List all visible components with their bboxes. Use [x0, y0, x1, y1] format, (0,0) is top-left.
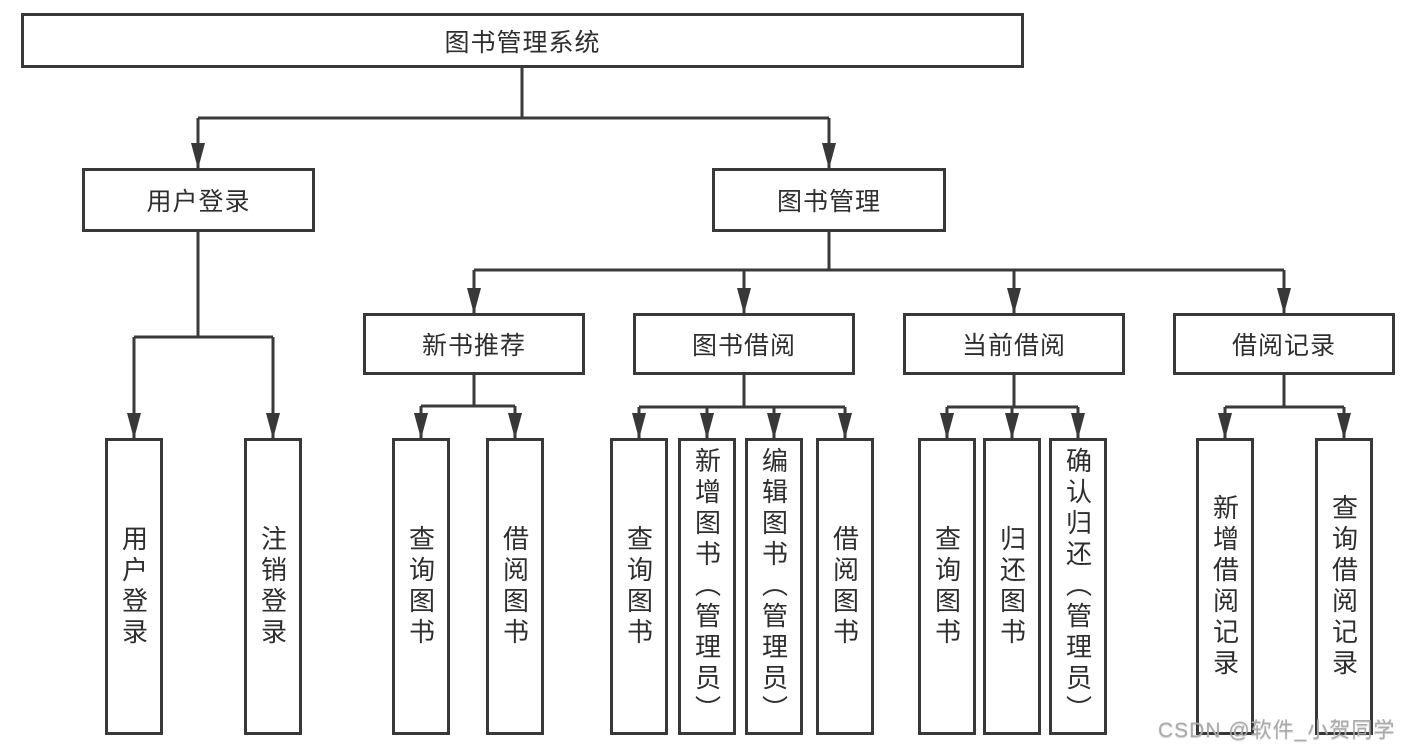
leaf-confirm-return-admin: 确认归还（管理员）	[1049, 438, 1107, 735]
node-label: 图书管理系统	[444, 28, 601, 57]
leaf-label: 新增借阅记录	[1209, 493, 1240, 680]
leaf-return-book: 归还图书	[983, 438, 1041, 735]
node-new-book-recommendation: 新书推荐	[363, 313, 585, 375]
leaf-logout: 注销登录	[244, 438, 302, 735]
node-current-borrowing: 当前借阅	[903, 313, 1125, 375]
node-label: 借阅记录	[1231, 332, 1336, 360]
leaf-borrow-books-2: 借阅图书	[816, 438, 874, 735]
leaf-edit-book-admin: 编辑图书（管理员）	[745, 438, 803, 735]
leaf-label: 归还图书	[996, 524, 1027, 649]
leaf-label: 查询借阅记录	[1328, 493, 1359, 680]
leaf-label: 注销登录	[257, 524, 288, 649]
node-user-login: 用户登录	[82, 168, 315, 232]
node-book-borrowing: 图书借阅	[633, 313, 855, 375]
leaf-label: 新增图书（管理员）	[691, 447, 722, 726]
node-label: 图书管理	[776, 188, 881, 216]
csdn-watermark: CSDN @软件_小贺同学	[1158, 719, 1396, 742]
leaf-label: 确认归还（管理员）	[1062, 447, 1093, 726]
node-label: 当前借阅	[961, 332, 1066, 360]
leaf-query-books-3: 查询图书	[918, 438, 976, 735]
leaf-user-login: 用户登录	[105, 438, 163, 735]
node-book-management: 图书管理	[712, 168, 946, 232]
leaf-query-books-1: 查询图书	[392, 438, 450, 735]
node-label: 新书推荐	[421, 332, 526, 360]
node-library-management-system: 图书管理系统	[21, 13, 1024, 68]
leaf-label: 查询图书	[405, 524, 436, 649]
leaf-borrow-books-1: 借阅图书	[486, 438, 544, 735]
branch-segments	[134, 68, 1344, 409]
leaf-label: 查询图书	[931, 524, 962, 649]
leaf-query-borrow-record: 查询借阅记录	[1315, 438, 1373, 735]
leaf-label: 编辑图书（管理员）	[758, 447, 789, 726]
leaf-add-borrow-record: 新增借阅记录	[1196, 438, 1254, 735]
leaf-label: 查询图书	[623, 524, 654, 649]
leaf-label: 借阅图书	[829, 524, 860, 649]
leaf-label: 借阅图书	[499, 524, 530, 649]
node-label: 用户登录	[146, 188, 251, 216]
leaf-add-book-admin: 新增图书（管理员）	[678, 438, 736, 735]
leaf-label: 用户登录	[118, 524, 149, 649]
node-borrowing-records: 借阅记录	[1173, 313, 1395, 375]
node-label: 图书借阅	[691, 332, 796, 360]
leaf-query-books-2: 查询图书	[610, 438, 668, 735]
